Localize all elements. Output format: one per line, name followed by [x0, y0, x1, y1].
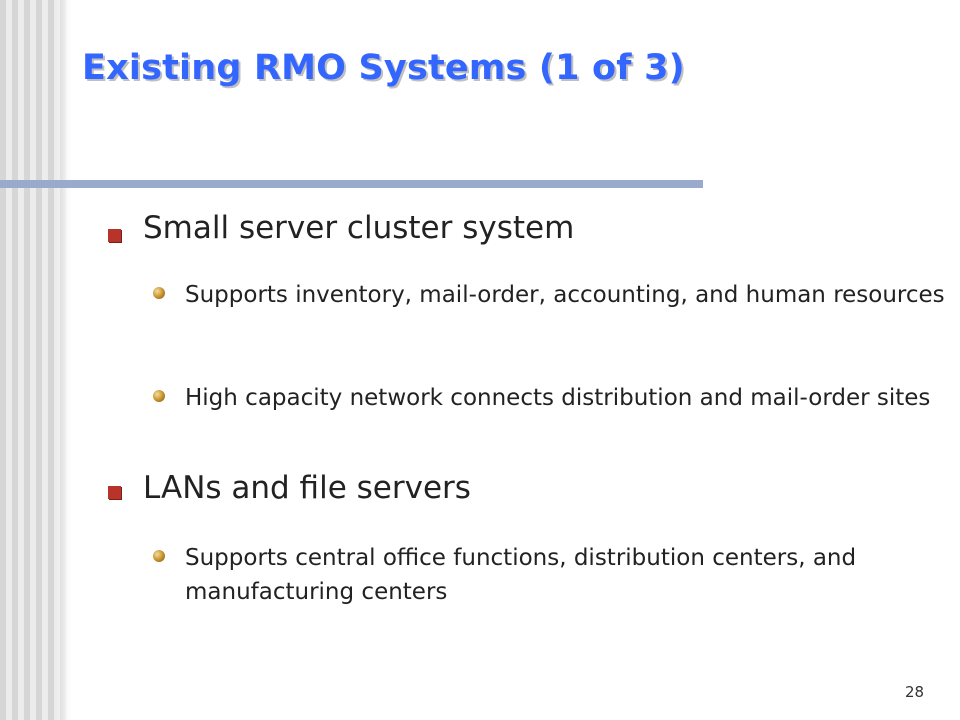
sub-bullet-central-office: Supports central office functions, distr…: [185, 545, 857, 605]
round-bullet-icon: [153, 550, 165, 562]
round-bullet-icon: [153, 390, 165, 402]
round-bullet-icon: [153, 287, 165, 299]
slide-title: Existing RMO Systems (1 of 3): [82, 48, 685, 88]
sub-bullet-supports-inventory: Supports inventory, mail-order, accounti…: [185, 282, 945, 308]
page-number: 28: [905, 683, 925, 701]
decorative-stripes: [0, 0, 72, 720]
title-divider: [0, 180, 703, 188]
bullet-small-server-cluster: Small server cluster system: [143, 210, 575, 246]
bullet-lans-file-servers: LANs and file servers: [143, 470, 471, 506]
square-bullet-icon: [108, 229, 121, 242]
square-bullet-icon: [108, 486, 121, 499]
sub-bullet-high-capacity-network: High capacity network connects distribut…: [185, 385, 931, 411]
